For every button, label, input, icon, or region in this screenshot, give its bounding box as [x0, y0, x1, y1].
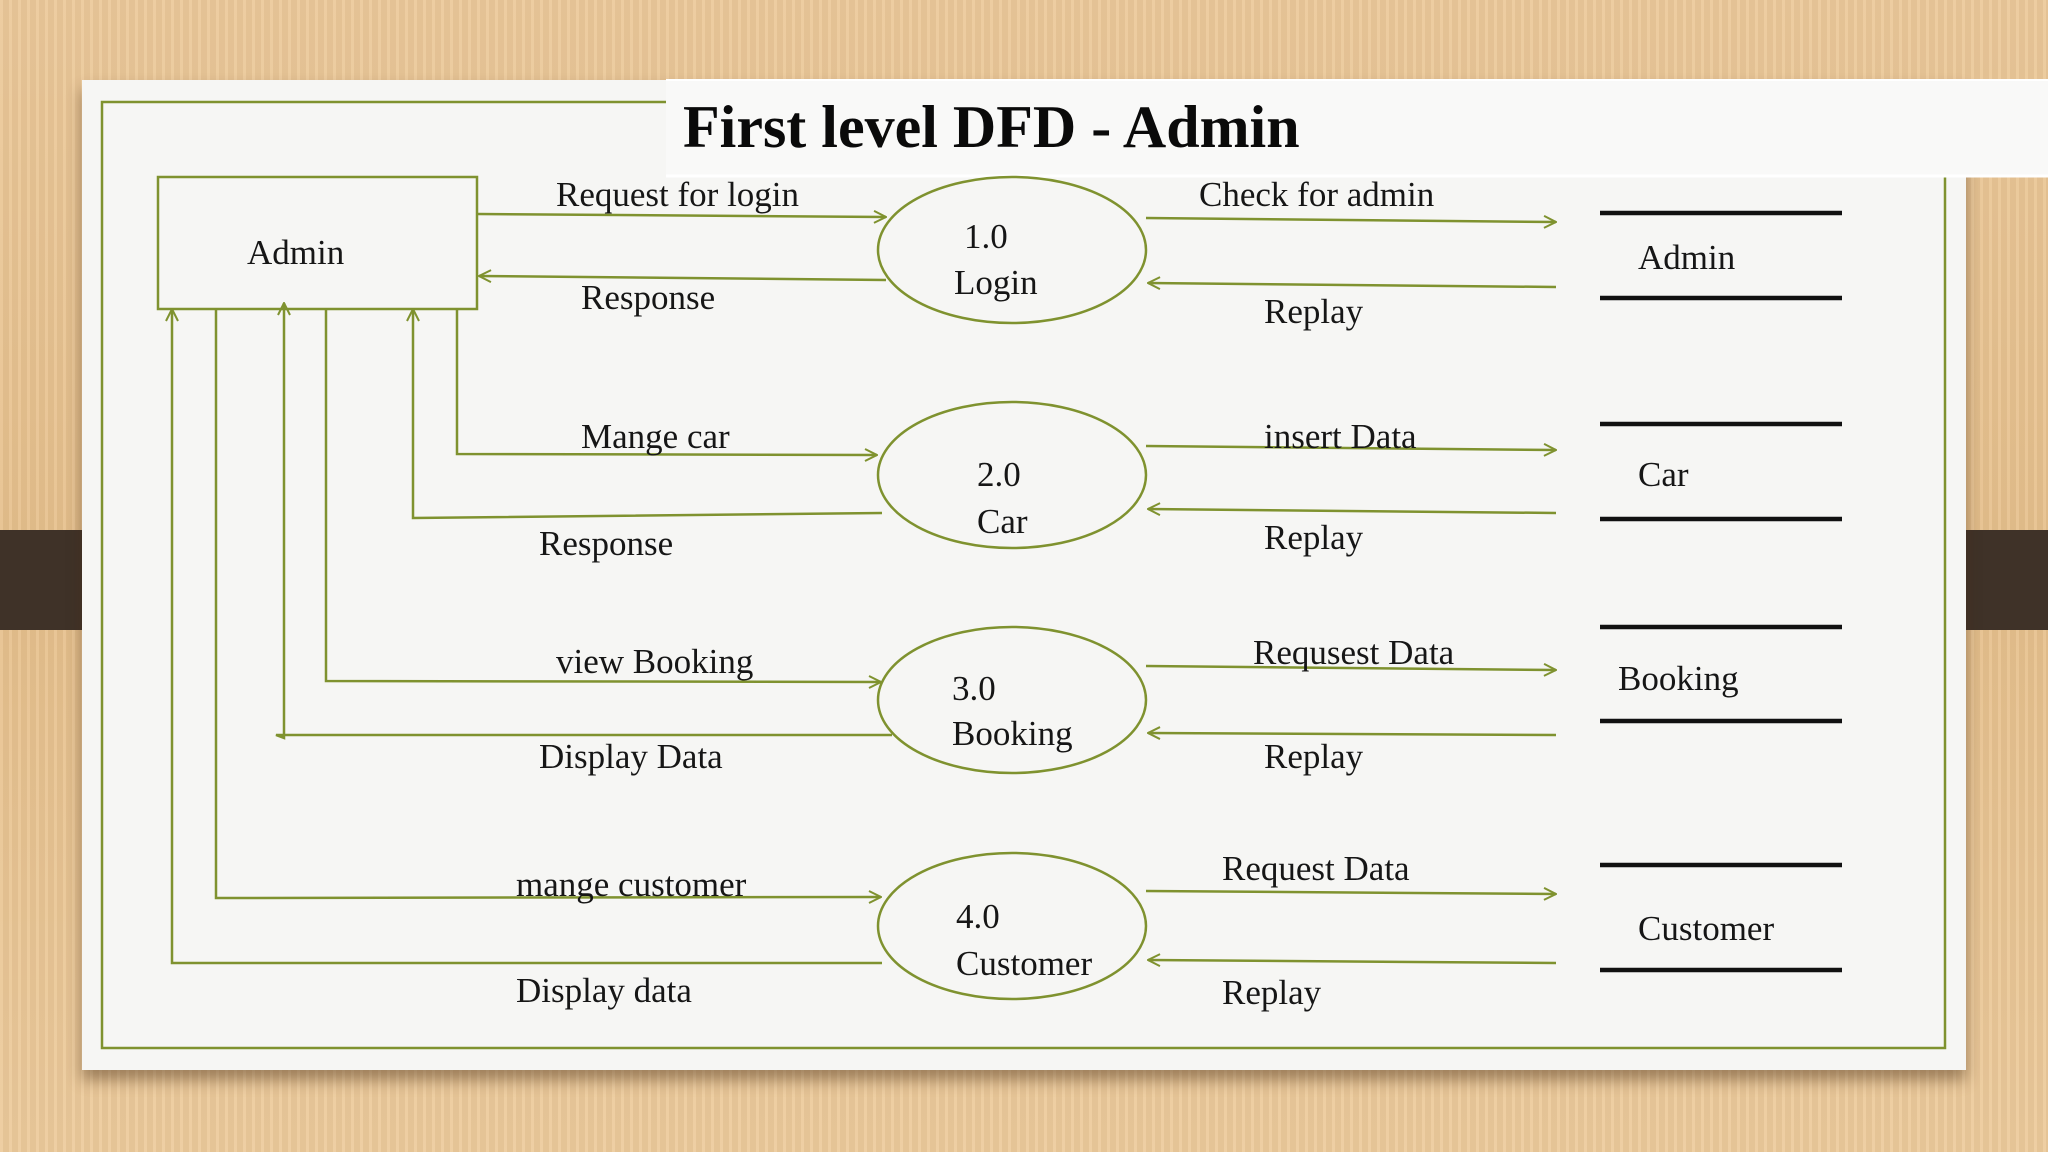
- process-car: 2.0 Car: [876, 400, 1148, 550]
- process-login-circle: [876, 175, 1148, 325]
- process-booking: 3.0 Booking: [876, 625, 1148, 775]
- flow-line-manage-car: [455, 309, 877, 455]
- flow-label-login-request: Request for login: [556, 175, 799, 214]
- flow-label-insert-data: insert Data: [1264, 417, 1417, 456]
- flow-line-manage-customer: [214, 309, 881, 898]
- process-car-number: 2.0: [977, 455, 1021, 494]
- process-customer-name: Customer: [956, 944, 1092, 983]
- flow-line-request-data-booking: [1145, 666, 1556, 670]
- datastore-admin: Admin: [1600, 210, 1842, 301]
- datastore-booking-label: Booking: [1618, 659, 1739, 698]
- flow-line-check-admin: [1145, 218, 1556, 222]
- flow-label-check-admin: Check for admin: [1199, 175, 1434, 214]
- datastore-admin-label: Admin: [1638, 238, 1735, 277]
- admin-entity-box: [156, 175, 479, 311]
- flow-label-display-data-customer: Display data: [516, 971, 692, 1010]
- flow-line-display-data-booking: [275, 303, 892, 740]
- datastore-booking: Booking: [1600, 624, 1842, 724]
- flow-line-insert-data: [1145, 446, 1556, 450]
- flow-line-customer-replay: [1148, 960, 1557, 963]
- flow-line-login-request: [477, 214, 886, 217]
- flow-label-view-booking: view Booking: [556, 642, 753, 681]
- admin-entity-label: Admin: [247, 233, 344, 272]
- flow-line-view-booking: [324, 309, 881, 682]
- flow-line-request-data-customer: [1145, 891, 1556, 894]
- process-booking-number: 3.0: [952, 669, 996, 708]
- flow-label-manage-customer: mange customer: [516, 865, 747, 904]
- flow-label-login-response: Response: [581, 278, 715, 317]
- datastore-customer: Customer: [1600, 862, 1842, 973]
- flow-label-admin-replay: Replay: [1264, 292, 1364, 331]
- process-login-name: Login: [954, 263, 1038, 302]
- flow-label-booking-replay: Replay: [1264, 737, 1364, 776]
- flow-label-car-replay: Replay: [1264, 518, 1364, 557]
- slide-card: [82, 80, 1966, 1070]
- flow-line-display-data-customer: [172, 309, 882, 965]
- process-car-circle: [876, 400, 1148, 550]
- process-customer-number: 4.0: [956, 897, 1000, 936]
- flow-line-car-response: [413, 309, 883, 520]
- process-login-number: 1.0: [964, 217, 1008, 256]
- flow-label-manage-car: Mange car: [581, 417, 730, 456]
- flow-line-login-response: [479, 276, 887, 280]
- flow-line-booking-replay: [1148, 733, 1557, 735]
- process-booking-circle: [876, 625, 1148, 775]
- datastore-car-label: Car: [1638, 455, 1689, 494]
- process-customer: 4.0 Customer: [876, 851, 1148, 1001]
- flow-line-admin-replay: [1148, 283, 1557, 287]
- flow-label-car-response: Response: [539, 524, 673, 563]
- title-strip: [666, 80, 2048, 176]
- process-booking-name: Booking: [952, 714, 1073, 753]
- datastore-car: Car: [1600, 421, 1842, 522]
- flow-line-car-replay: [1148, 509, 1557, 513]
- flow-label-customer-replay: Replay: [1222, 973, 1322, 1012]
- diagram-title: First level DFD - Admin: [683, 94, 1300, 160]
- flow-label-request-data-customer: Request Data: [1222, 849, 1410, 888]
- datastore-customer-label: Customer: [1638, 909, 1774, 948]
- flow-label-display-data-booking: Display Data: [539, 737, 723, 776]
- flow-label-request-data-booking: Requsest Data: [1253, 633, 1455, 672]
- process-car-name: Car: [977, 502, 1028, 541]
- process-login: 1.0 Login: [876, 175, 1148, 325]
- process-customer-circle: [876, 851, 1148, 1001]
